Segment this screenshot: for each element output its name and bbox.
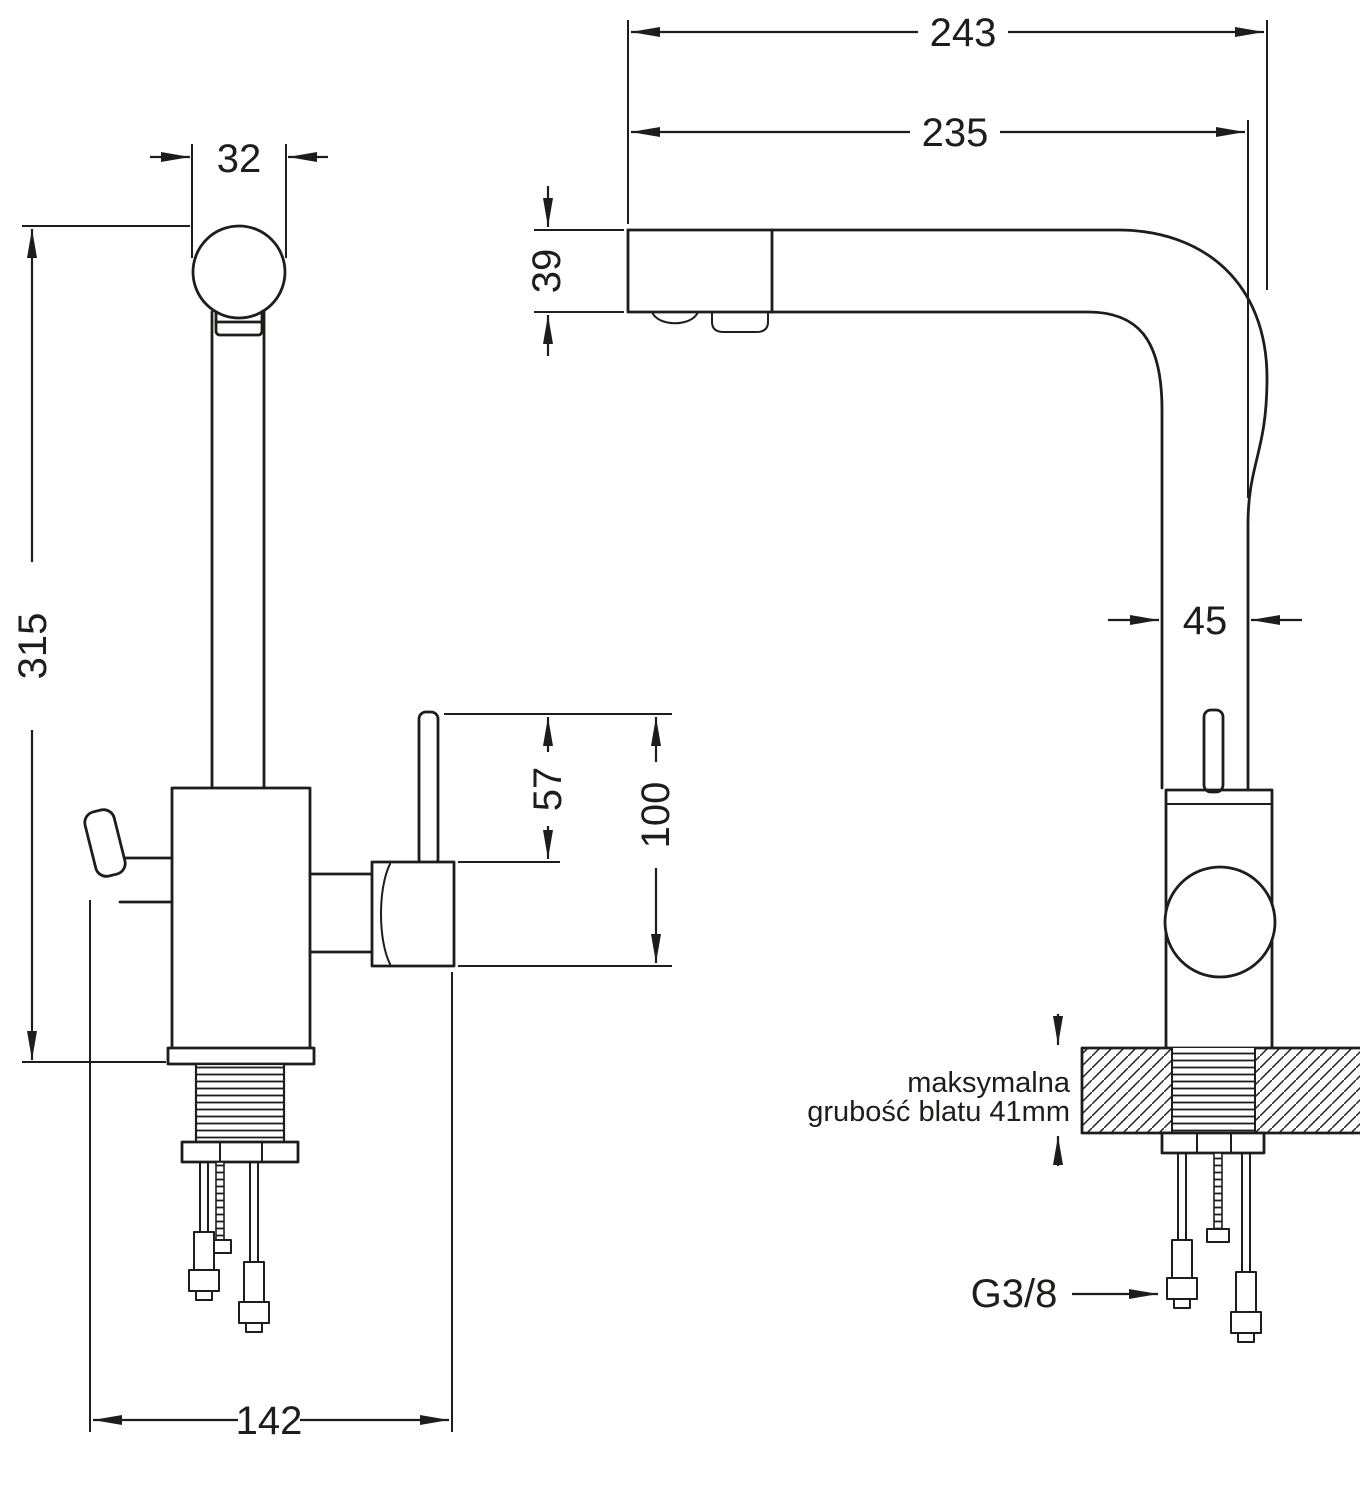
dim-height-label: 315 <box>11 613 55 680</box>
lock-nut-side <box>1160 1131 1266 1155</box>
right-lever-rod <box>417 710 440 868</box>
dim-base-span: 142 <box>89 900 453 1443</box>
thread-spec: G3/8 <box>971 1272 1158 1316</box>
dim-valve-height-label: 100 <box>634 782 678 849</box>
countertop <box>1080 1046 1360 1135</box>
side-view: 243 235 39 <box>525 11 1360 1343</box>
front-view: 32 315 <box>11 137 678 1443</box>
side-lever-rod <box>1202 708 1225 794</box>
dim-base-span-label: 142 <box>236 1399 303 1443</box>
dim-spout-head-height-label: 39 <box>525 249 569 294</box>
dim-spout-width: 32 <box>150 137 328 258</box>
dim-height: 315 <box>11 225 190 1063</box>
threaded-stem-side <box>1172 1048 1255 1133</box>
left-lever <box>83 808 127 878</box>
dim-lever-height-label: 57 <box>526 767 570 812</box>
faucet-side-outline <box>626 228 1360 1343</box>
valve-cylinder <box>370 860 456 968</box>
thread-spec-label: G3/8 <box>971 1272 1058 1316</box>
dim-column-width-label: 45 <box>1183 599 1228 643</box>
dim-depth-total: 243 <box>627 11 1268 290</box>
dim-depth-spout: 235 <box>631 111 1249 498</box>
dim-spout-width-label: 32 <box>217 137 262 181</box>
dim-lever-height: 57 <box>444 713 672 863</box>
counter-note-line2: grubość blatu 41mm <box>807 1096 1070 1128</box>
dim-spout-head-height: 39 <box>525 186 624 356</box>
spout-sphere <box>191 224 287 320</box>
supply-hardware-front <box>188 1161 270 1333</box>
dim-depth-total-label: 243 <box>930 11 997 55</box>
dim-column-width: 45 <box>1108 599 1302 643</box>
lock-nut-front <box>180 1140 300 1164</box>
base-flange-front <box>166 1046 316 1066</box>
dim-depth-spout-label: 235 <box>922 111 989 155</box>
counter-note-line1: maksymalna <box>907 1067 1071 1099</box>
counter-thickness-note: maksymalna grubość blatu 41mm <box>807 1014 1071 1166</box>
swivel-joint <box>1163 865 1277 979</box>
supply-hardware-side <box>1166 1152 1262 1343</box>
dim-valve-height: 100 <box>458 717 678 967</box>
faucet-front-outline <box>83 224 456 1333</box>
threaded-stem-front <box>194 1062 286 1144</box>
